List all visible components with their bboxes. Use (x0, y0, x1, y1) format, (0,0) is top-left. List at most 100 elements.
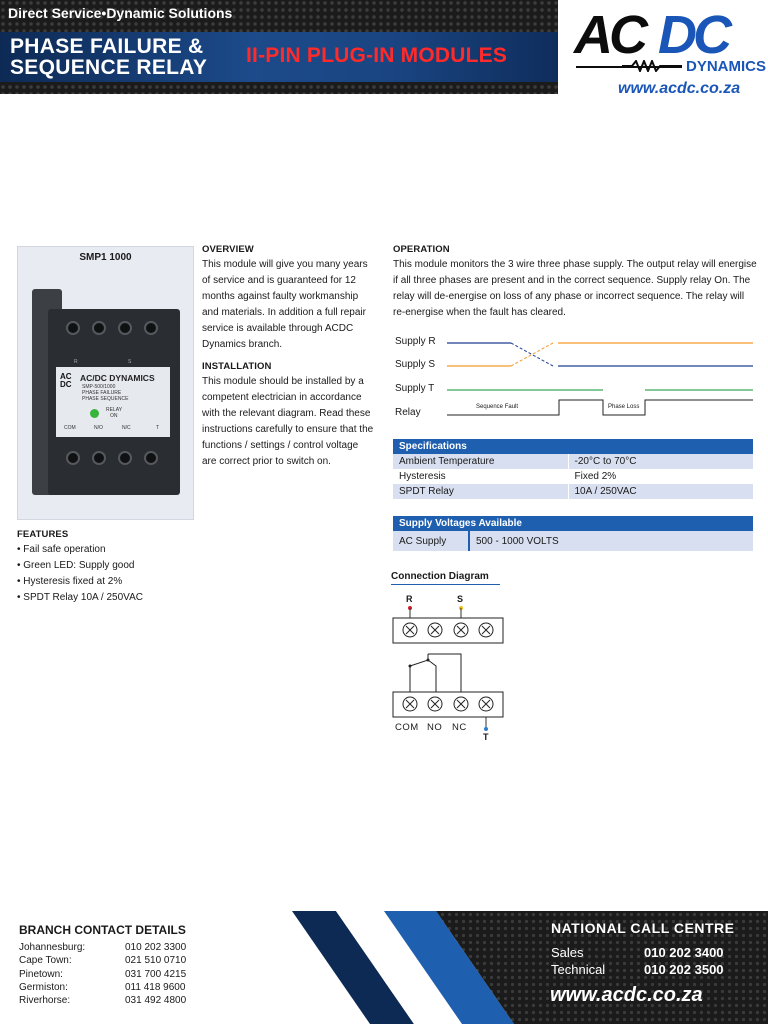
terminal-screw-icon (118, 451, 132, 465)
connection-diagram-title: Connection Diagram (391, 571, 500, 585)
conn-label-r: R (406, 594, 413, 604)
terminal-screw-icon (144, 321, 158, 335)
label-supply-t: Supply T (395, 383, 435, 394)
sales-number[interactable]: 010 202 3400 (644, 945, 724, 960)
svg-text:AC: AC (60, 372, 72, 381)
timing-waveforms (447, 342, 753, 416)
plate-brand: AC/DC DYNAMICS (80, 373, 155, 383)
list-item: Johannesburg: 010 202 3300 (19, 942, 219, 955)
tagline: Direct Service•Dynamic Solutions (8, 5, 232, 21)
branch-name: Pinetown: (19, 968, 63, 980)
tagline-right: Dynamic Solutions (106, 5, 233, 21)
logo-dc: DC (658, 5, 732, 65)
overview-text: This module will give you many years of … (202, 259, 368, 350)
plate-line: PHASE FAILURE (82, 390, 122, 396)
label-sequence-fault: Sequence Fault (476, 404, 519, 410)
plate-top-s: S (128, 359, 132, 365)
specifications-heading: Specifications (393, 439, 753, 454)
branch-number: 011 418 9600 (125, 981, 186, 993)
feature-item: • Green LED: Supply good (17, 560, 135, 571)
branch-name: Johannesburg: (19, 942, 86, 953)
output-terminal-block (392, 691, 504, 718)
list-item: Pinetown:031 700 4215 (19, 969, 219, 982)
operation-section: OPERATION This module monitors the 3 wir… (393, 244, 758, 321)
overview-heading: OVERVIEW (202, 244, 254, 255)
page-title: PHASE FAILURE & SEQUENCE RELAY (10, 36, 207, 78)
installation-text: This module should be installed by a com… (202, 376, 374, 467)
logo-ac: AC (574, 5, 648, 65)
t-terminal-dot-icon (484, 727, 488, 731)
conn-label-s: S (457, 594, 464, 604)
screw-terminal-icons (402, 696, 494, 712)
plate-term-no: N/O (94, 425, 103, 431)
relay-contact-switch (409, 659, 437, 692)
page-subtitle: II-PIN PLUG-IN MODULES (246, 44, 508, 67)
spec-value: -20°C to 70°C (568, 454, 753, 469)
branch-number: 010 202 3300 (125, 942, 187, 953)
branch-number: 031 492 4800 (125, 995, 187, 1007)
operation-heading: OPERATION (393, 244, 450, 255)
timing-diagram: Supply R Supply S Supply T Relay Sequenc… (393, 332, 758, 426)
installation-heading: INSTALLATION (202, 361, 272, 372)
label-supply-r: Supply R (395, 336, 436, 347)
product-image-box: SMP1 1000 R S AC DC AC/DC DYNAMICS SMP-5… (17, 246, 194, 520)
list-item: Cape Town: 021 510 0710 (19, 955, 219, 968)
plate-on: ON (110, 413, 118, 419)
wave-s-cross (510, 342, 554, 367)
wave-r-cross (510, 342, 554, 367)
sales-row: Sales 010 202 3400 (551, 945, 724, 960)
title-line-1: PHASE FAILURE & (10, 35, 204, 58)
branch-number: 021 510 0710 (125, 955, 187, 967)
voltage-value: 500 - 1000 VOLTS (469, 531, 753, 551)
screw-terminal-icons (402, 622, 494, 638)
technical-label: Technical (551, 962, 606, 977)
terminal-screw-icon (66, 451, 80, 465)
wave-relay (447, 399, 753, 416)
terminal-screw-icon (144, 451, 158, 465)
features-heading: FEATURES (17, 529, 69, 540)
branch-list: Johannesburg: 010 202 3300 Cape Town: 021 … (19, 942, 219, 1008)
header-banner: Direct Service•Dynamic Solutions PHASE F… (0, 0, 558, 94)
label-relay: Relay (395, 407, 421, 418)
table-row: SPDT Relay 10A / 250VAC (393, 484, 753, 499)
connection-wiring (392, 606, 504, 731)
plate-line: PHASE SEQUENCE (82, 396, 129, 402)
connection-diagram: R S COM NO NC T (390, 588, 520, 748)
footer-stripes (292, 911, 768, 1024)
operation-text: This module monitors the 3 wire three ph… (393, 259, 757, 318)
title-band (0, 32, 558, 82)
supply-voltages-table: Supply Voltages Available AC Supply 500 … (393, 516, 753, 551)
conn-label-no: NO (427, 722, 443, 733)
logo-url[interactable]: www.acdc.co.za (618, 80, 741, 97)
plate-term-t: T (156, 425, 160, 431)
product-title: SMP1 1000 (79, 252, 132, 263)
logo-dynamics: DYNAMICS (686, 58, 767, 75)
terminal-screw-icon (92, 321, 106, 335)
sales-label: Sales (551, 945, 584, 960)
branch-contact-title: BRANCH CONTACT DETAILS (19, 923, 186, 937)
feature-item: • SPDT Relay 10A / 250VAC (17, 592, 143, 603)
table-row: AC Supply 500 - 1000 VOLTS (393, 531, 753, 551)
plate-term-com: COM (64, 425, 76, 431)
spec-value: Fixed 2% (574, 471, 617, 482)
supply-terminal-block (392, 617, 504, 644)
features-list: • Fail safe operation • Green LED: Suppl… (17, 542, 207, 606)
feature-item: • Hysteresis fixed at 2% (17, 576, 123, 587)
terminal-screw-icon (92, 451, 106, 465)
plate-top-r: R (74, 359, 78, 365)
technical-number[interactable]: 010 202 3500 (644, 962, 724, 977)
label-supply-s: Supply S (395, 359, 436, 370)
device-label-plate: R S AC DC AC/DC DYNAMICS SMP-500/1000 PH… (56, 359, 170, 437)
svg-text:DC: DC (60, 380, 72, 388)
spec-label: SPDT Relay (393, 484, 569, 499)
branch-name: Cape Town: (19, 955, 72, 967)
spec-value: 10A / 250VAC (568, 484, 753, 499)
footer-url-link[interactable]: www.acdc.co.za (550, 984, 703, 1006)
table-row: Hysteresis Fixed 2% (393, 469, 753, 484)
tagline-left: Direct Service (8, 5, 102, 21)
relay-module-image: R S AC DC AC/DC DYNAMICS SMP-500/1000 PH… (32, 289, 182, 497)
acdc-logo: AC DC DYNAMICS www.acdc.co.za (566, 4, 766, 100)
spec-label: Ambient Temperature (393, 454, 569, 469)
conn-label-nc: NC (452, 722, 467, 733)
title-line-2: SEQUENCE RELAY (10, 56, 208, 79)
